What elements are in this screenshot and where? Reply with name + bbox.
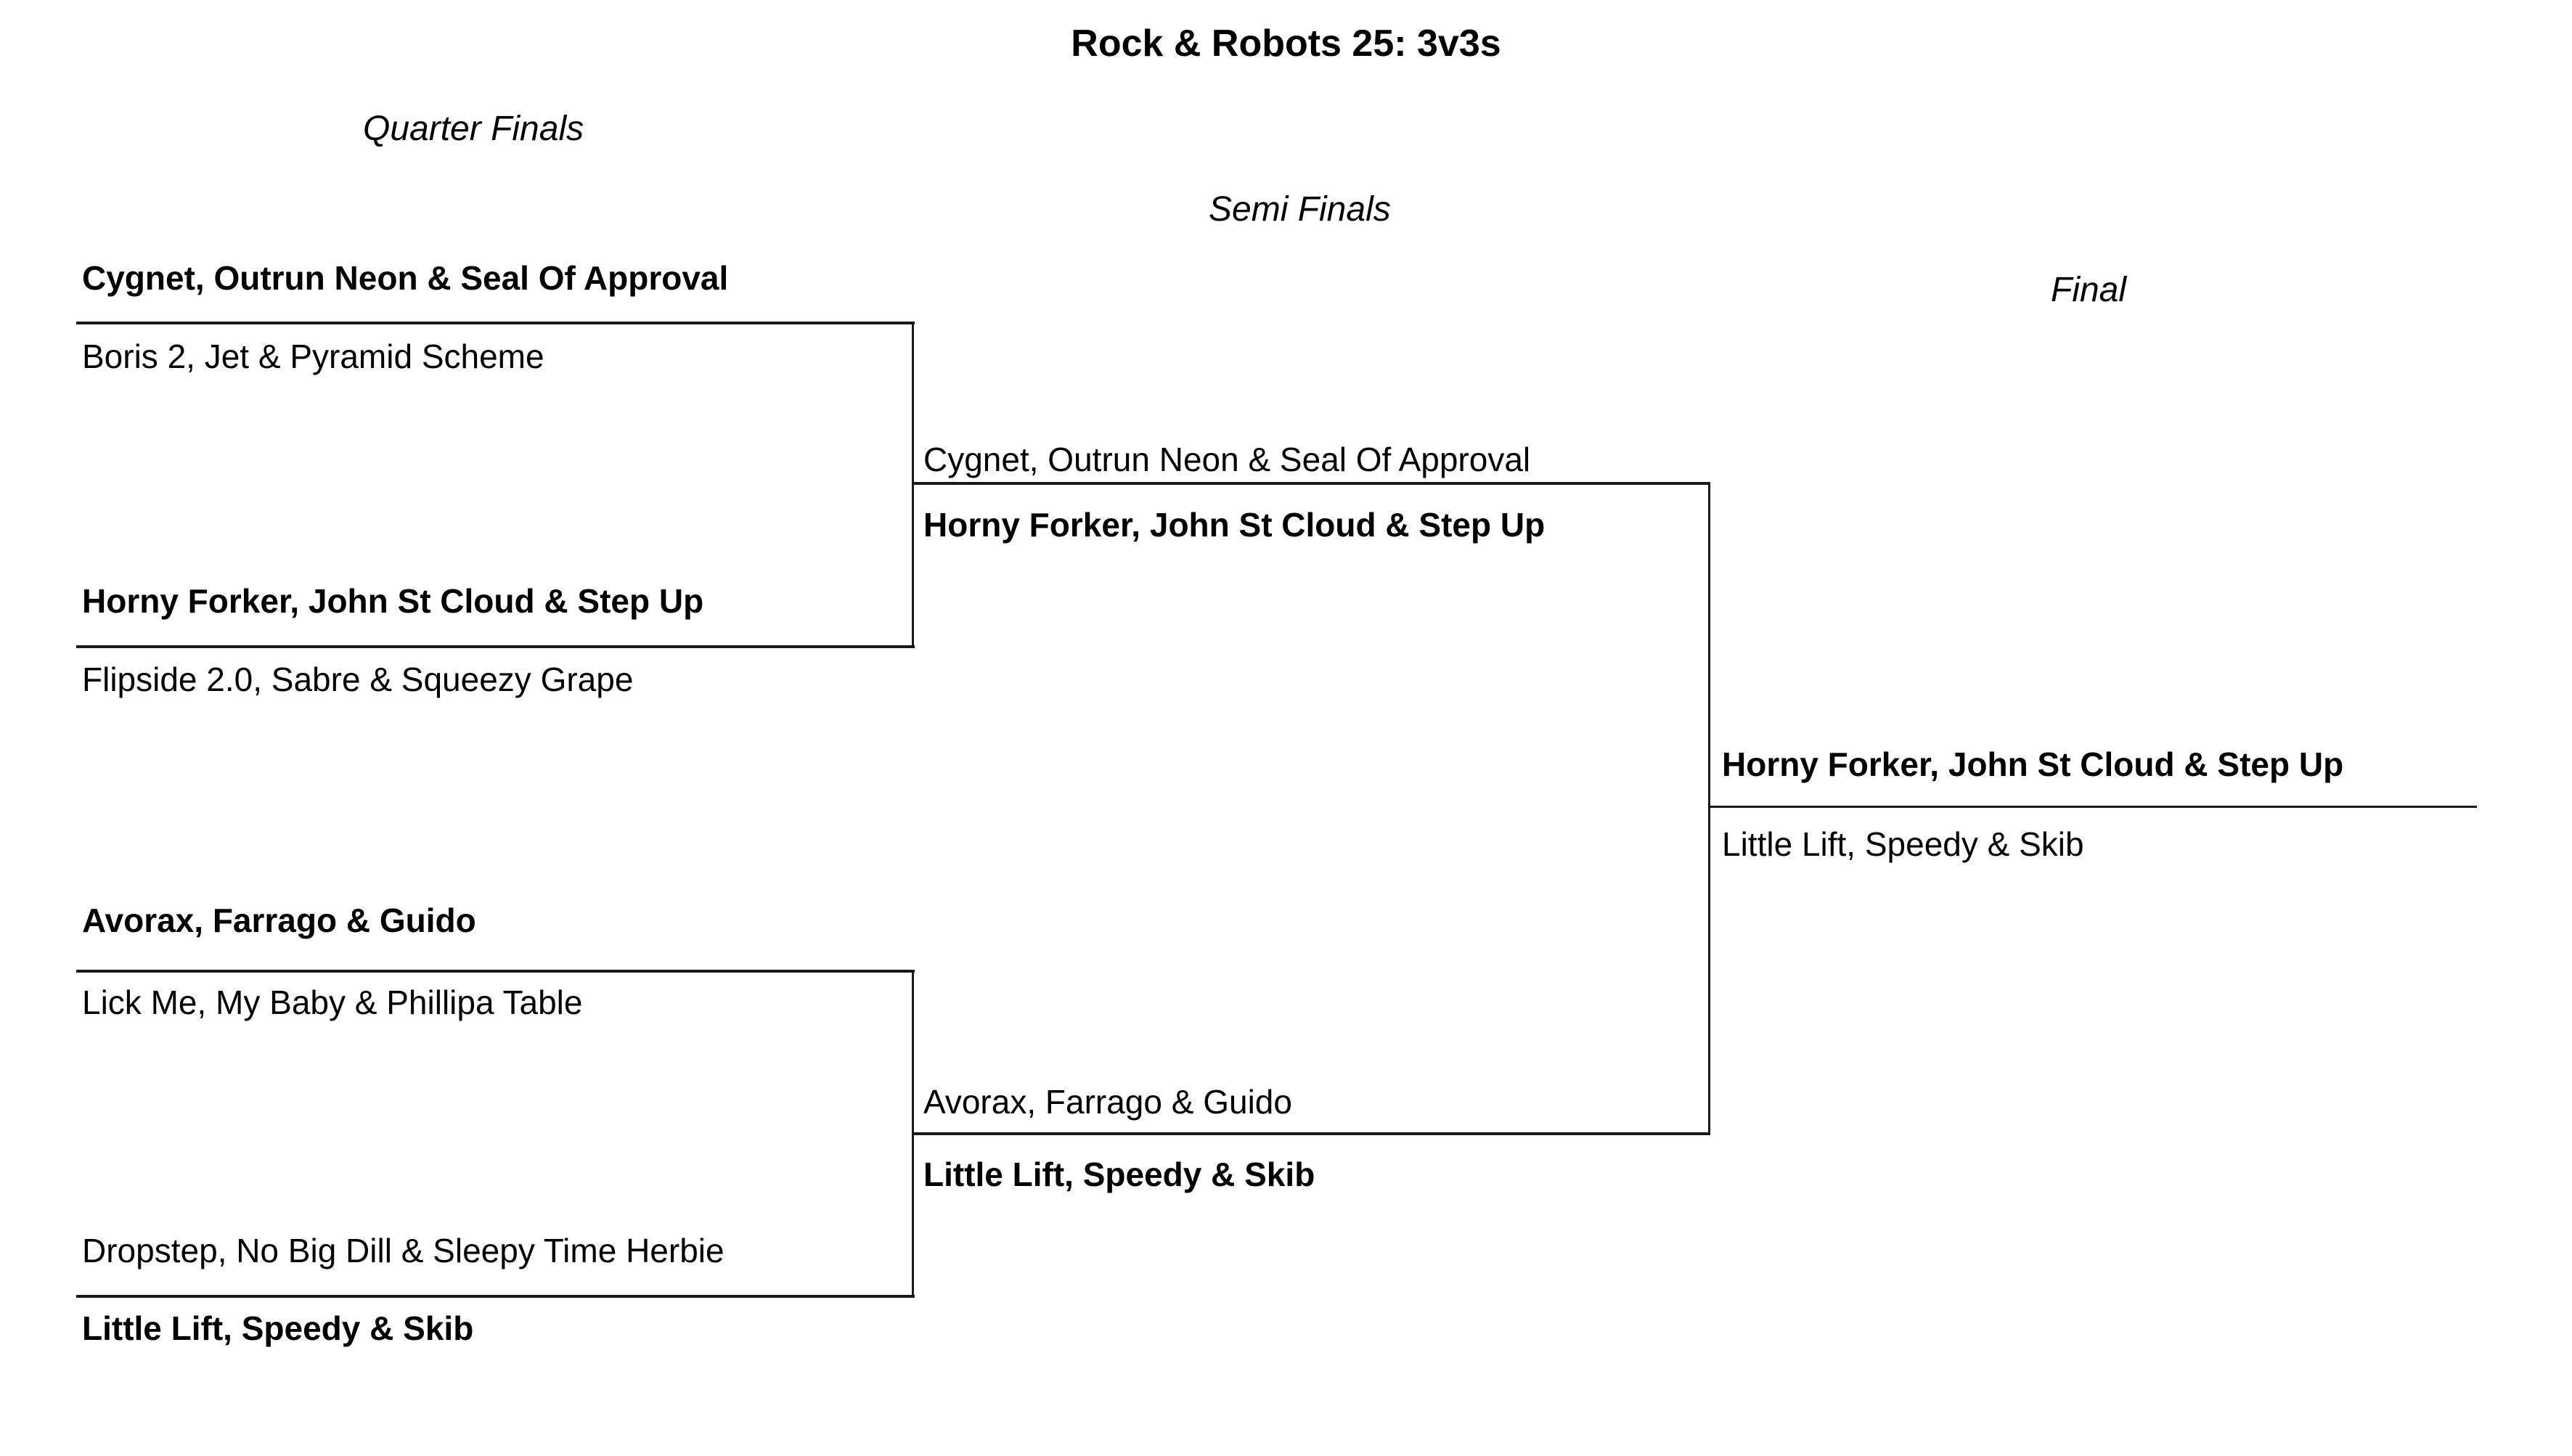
sf-connector	[1708, 482, 1710, 1134]
sf-match1-team-bottom[interactable]: Horny Forker, John St Cloud & Step Up	[923, 506, 1546, 544]
final-team-top[interactable]: Horny Forker, John St Cloud & Step Up	[1722, 745, 2344, 783]
qf-match1-divider	[76, 322, 915, 324]
qf-match3-divider	[76, 970, 915, 973]
qf-match3-team-top[interactable]: Avorax, Farrago & Guido	[82, 901, 476, 939]
qf-match2-divider	[76, 645, 915, 648]
sf-match1-divider	[913, 482, 1710, 485]
qf-match2-team-bottom[interactable]: Flipside 2.0, Sabre & Squeezy Grape	[82, 660, 634, 698]
qf-match2-team-top[interactable]: Horny Forker, John St Cloud & Step Up	[82, 582, 704, 620]
final-team-bottom[interactable]: Little Lift, Speedy & Skib	[1722, 825, 2084, 863]
round-label-semi-finals: Semi Finals	[1209, 190, 1391, 229]
qf-match4-divider	[76, 1295, 915, 1298]
qf-lower-connector	[912, 970, 914, 1296]
qf-upper-connector	[912, 322, 914, 647]
qf-match4-team-top[interactable]: Dropstep, No Big Dill & Sleepy Time Herb…	[82, 1232, 724, 1269]
page-title: Rock & Robots 25: 3v3s	[1071, 23, 1501, 65]
round-label-final: Final	[2051, 271, 2127, 309]
qf-match4-team-bottom[interactable]: Little Lift, Speedy & Skib	[82, 1309, 474, 1347]
sf-match2-divider	[913, 1132, 1710, 1135]
sf-match1-team-top[interactable]: Cygnet, Outrun Neon & Seal Of Approval	[923, 441, 1531, 478]
qf-match1-team-bottom[interactable]: Boris 2, Jet & Pyramid Scheme	[82, 338, 544, 375]
final-divider	[1710, 806, 2477, 808]
qf-match1-team-top[interactable]: Cygnet, Outrun Neon & Seal Of Approval	[82, 259, 729, 297]
sf-match2-team-top[interactable]: Avorax, Farrago & Guido	[923, 1083, 1292, 1121]
qf-match3-team-bottom[interactable]: Lick Me, My Baby & Phillipa Table	[82, 983, 583, 1021]
round-label-quarter-finals: Quarter Finals	[363, 110, 584, 148]
sf-match2-team-bottom[interactable]: Little Lift, Speedy & Skib	[923, 1156, 1315, 1193]
